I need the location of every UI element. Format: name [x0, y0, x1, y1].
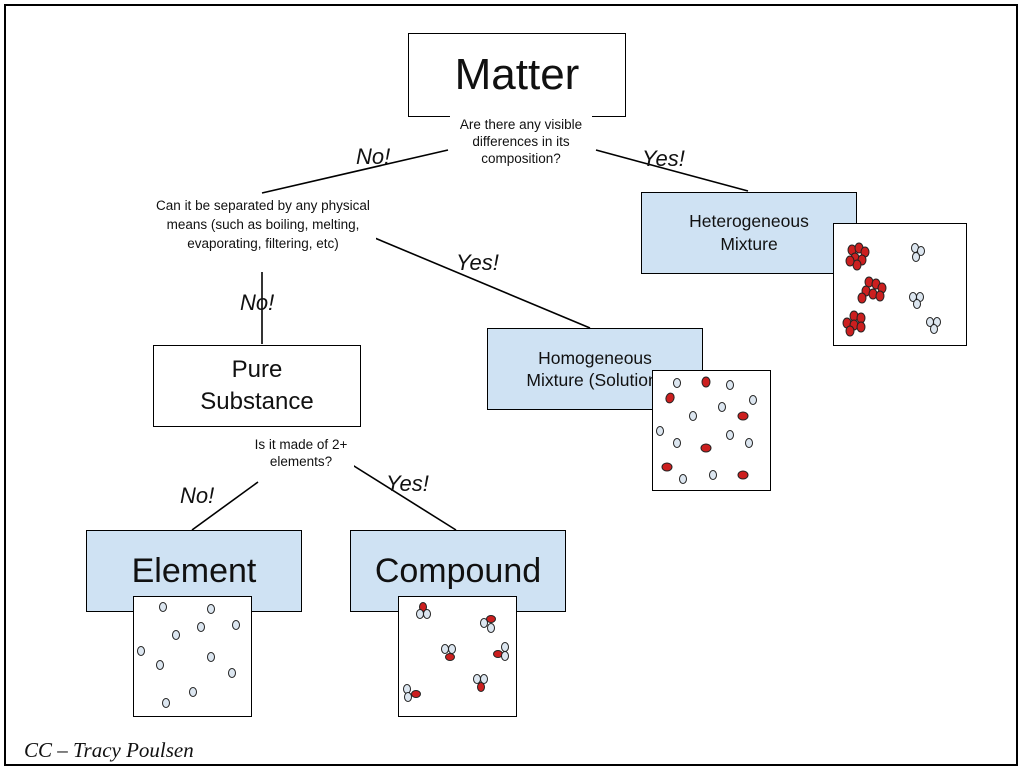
line-elements-yes	[337, 455, 457, 531]
question-two-elements: Is it made of 2+ elements?	[248, 436, 354, 470]
white-cluster-3	[926, 317, 941, 334]
red-cluster-2	[857, 276, 887, 304]
heterogeneous-mixture-box: Heterogeneous Mixture	[641, 192, 857, 274]
compound-particles-image	[398, 596, 517, 717]
homogeneous-particles-image	[652, 370, 771, 491]
red-cluster-3	[842, 310, 866, 337]
question-visible-differences: Are there any visible differences in its…	[450, 116, 592, 167]
heterogeneous-label: Heterogeneous Mixture	[689, 211, 809, 254]
homogeneous-particles	[656, 376, 757, 484]
line-separate-yes	[369, 235, 591, 329]
answer-no-elements: No!	[180, 483, 215, 508]
molecule-2	[480, 615, 496, 633]
white-cluster-2	[909, 292, 924, 309]
element-particles	[137, 602, 240, 708]
line-elements-no	[191, 481, 259, 531]
molecule-6	[403, 684, 421, 702]
answer-no-matter: No!	[356, 144, 391, 169]
red-particles	[661, 376, 749, 480]
white-cluster-1	[911, 243, 925, 262]
white-particles	[656, 378, 757, 484]
pure-substance-box: Pure Substance	[153, 345, 361, 427]
homogeneous-label: Homogeneous Mixture (Solution)	[526, 348, 664, 390]
element-particles-image	[133, 596, 252, 717]
matter-label: Matter	[454, 50, 580, 99]
heterogeneous-particles	[842, 242, 941, 337]
compound-label: Compound	[374, 551, 542, 590]
molecule-4	[493, 642, 509, 661]
molecule-3	[441, 644, 456, 661]
line-matter-yes	[595, 149, 749, 192]
molecule-1	[416, 602, 431, 619]
answer-no-separate: No!	[240, 290, 275, 315]
red-cluster-1	[845, 242, 870, 271]
credit-text: CC – Tracy Poulsen	[24, 738, 194, 762]
compound-particles	[403, 602, 509, 702]
line-matter-no	[261, 149, 449, 194]
molecule-5	[473, 674, 488, 692]
pure-substance-label: Pure Substance	[200, 356, 314, 415]
element-label: Element	[131, 551, 257, 590]
answer-yes-elements: Yes!	[386, 471, 429, 496]
answer-yes-separate: Yes!	[456, 250, 499, 275]
matter-box: Matter	[408, 33, 626, 117]
question-physical-separation: Can it be separated by any physical mean…	[150, 196, 376, 253]
heterogeneous-particles-image	[833, 223, 967, 346]
answer-yes-matter: Yes!	[642, 146, 685, 171]
